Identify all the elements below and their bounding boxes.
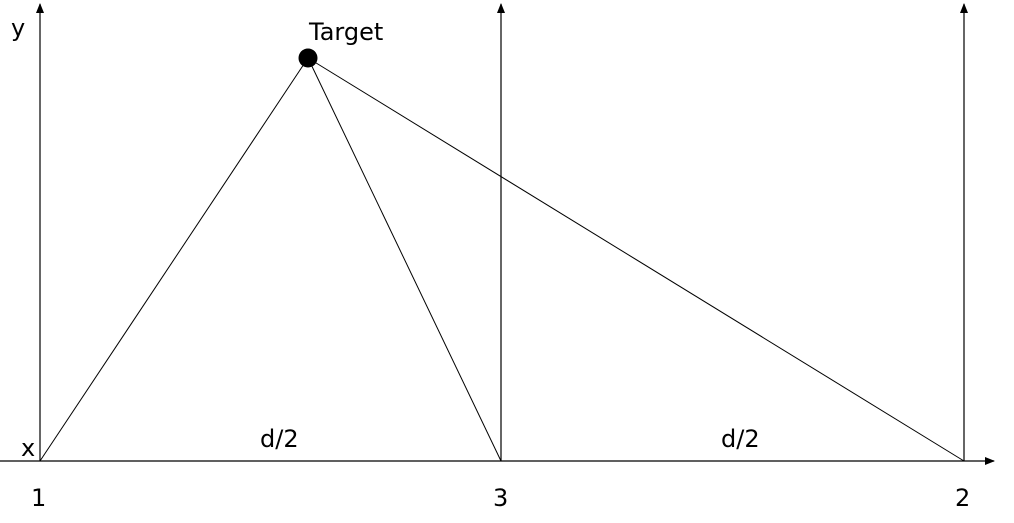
x-axis-label: x [21,434,36,462]
sensor-label-3: 3 [493,484,509,512]
ray-sensor-3-to-target [307,57,502,462]
ray-sensor-1-to-target [39,57,309,462]
ray-sensor-2-to-target [307,57,965,462]
segment-label-left: d/2 [260,425,299,453]
target-label: Target [309,18,384,46]
y-axis-label: y [11,14,26,42]
segment-label-right: d/2 [721,425,760,453]
sensor-label-2: 2 [955,484,971,512]
target-marker [298,48,318,68]
sensor-label-1: 1 [31,484,47,512]
